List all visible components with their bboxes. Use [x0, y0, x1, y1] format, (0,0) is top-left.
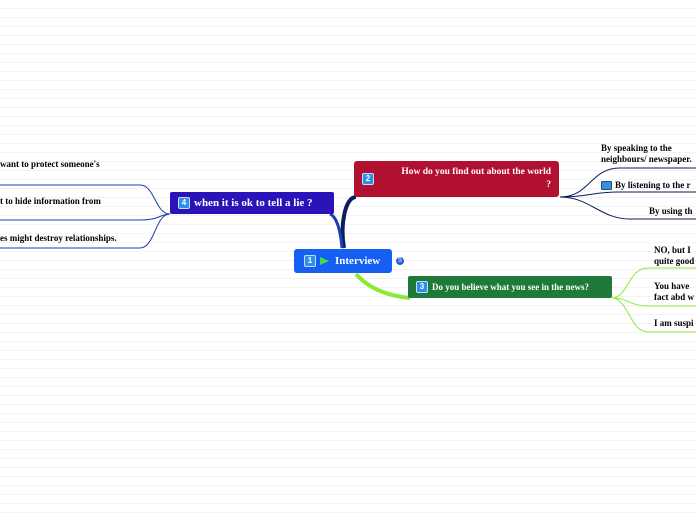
edge-central-to-topic-2 — [340, 195, 357, 249]
topic-number-badge: 3 — [416, 281, 428, 293]
topic-label: when it is ok to tell a lie ? — [194, 197, 313, 209]
topic-label: How do you find out about the world ? — [401, 167, 551, 190]
edge-topic-3-leaf-3 — [611, 297, 696, 333]
topic-number-badge: 2 — [362, 173, 374, 185]
leaf-i-am-suspicious[interactable]: I am suspi — [654, 318, 694, 328]
edge-topic-2-leaf-2 — [559, 191, 696, 198]
edge-topic-4-leaf-1 — [0, 184, 171, 215]
edge-topic-3-leaf-2 — [611, 297, 696, 307]
leaf-hide-information[interactable]: t to hide information from — [0, 196, 101, 206]
green-flag-icon — [320, 257, 329, 265]
edge-topic-4-leaf-2 — [0, 213, 171, 221]
edge-topic-3-leaf-1 — [611, 267, 696, 299]
topic-number-badge: 4 — [178, 197, 190, 209]
leaf-destroy-relationships[interactable]: es might destroy relationships. — [0, 233, 117, 243]
leaf-using[interactable]: By using th — [649, 206, 693, 216]
edge-topic-2-leaf-3 — [559, 196, 696, 220]
tv-icon — [601, 181, 612, 191]
leaf-protect-someone[interactable]: want to protect someone's — [0, 159, 100, 169]
edge-central-to-topic-3 — [354, 272, 411, 300]
topic-number-badge: 1 — [304, 255, 316, 267]
topic-label: Do you believe what you see in the news? — [432, 282, 589, 292]
leaf-listening-radio[interactable]: By listening to the r — [601, 180, 696, 191]
leaf-neighbours-newspaper[interactable]: By speaking to the neighbours/ newspaper… — [601, 143, 692, 164]
central-topic[interactable]: 1 Interview — [294, 249, 392, 273]
leaf-no-but[interactable]: NO, but I quite good — [654, 245, 695, 266]
topic-how-find-out[interactable]: 2 How do you find out about the world ? — [354, 161, 559, 197]
edge-topic-2-leaf-1 — [559, 167, 696, 198]
topic-believe-news[interactable]: 3 Do you believe what you see in the new… — [408, 276, 612, 298]
central-topic-label: Interview — [335, 255, 381, 267]
collapse-toggle[interactable]: 5 — [396, 257, 404, 265]
topic-ok-to-lie[interactable]: 4 when it is ok to tell a lie ? — [170, 192, 334, 214]
leaf-you-have-fact[interactable]: You have fact abd w — [654, 281, 694, 302]
edge-central-to-topic-4 — [329, 212, 344, 249]
edge-topic-4-leaf-3 — [0, 213, 171, 249]
